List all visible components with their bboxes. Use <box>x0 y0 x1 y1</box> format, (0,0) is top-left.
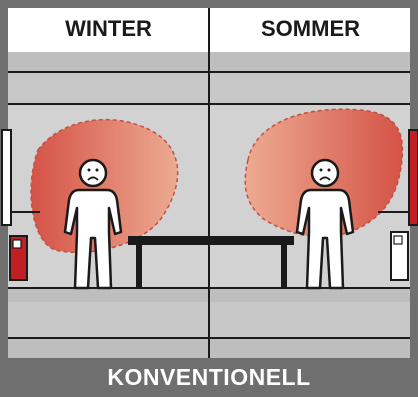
window-icon <box>2 130 11 225</box>
footer-label: KONVENTIONELL <box>0 364 418 391</box>
radiator-valve-right <box>394 236 402 244</box>
header-summer-label: SOMMER <box>210 16 411 42</box>
header-winter-label: WINTER <box>8 16 209 42</box>
radiator-valve-left <box>13 240 21 248</box>
radiator-icon <box>409 130 418 225</box>
